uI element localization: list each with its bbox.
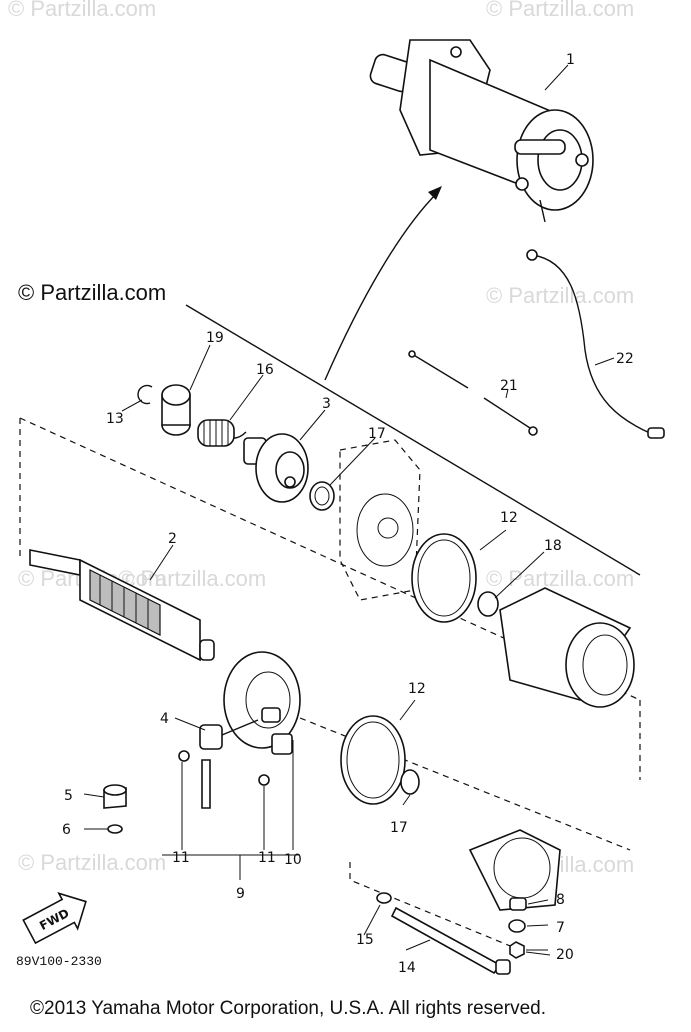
callout-8: 8 bbox=[556, 892, 565, 908]
collar-part bbox=[161, 384, 191, 436]
callout-12-lower: 12 bbox=[408, 681, 426, 697]
brush-part bbox=[199, 719, 259, 750]
rear-cover-part bbox=[468, 829, 561, 911]
clutch-pinion-part bbox=[243, 433, 309, 503]
watermark-center-2: © Partzilla.com bbox=[118, 566, 267, 591]
screw-left bbox=[201, 759, 211, 809]
callout-17-upper: 17 bbox=[368, 426, 386, 442]
circlip bbox=[137, 384, 153, 405]
washer-left bbox=[178, 750, 190, 762]
callout-15: 15 bbox=[356, 932, 374, 948]
callout-11-right: 11 bbox=[258, 850, 276, 866]
lead-wire bbox=[531, 254, 653, 435]
callout-17-lower: 17 bbox=[390, 820, 408, 836]
washer-right bbox=[258, 774, 270, 786]
callout-16: 16 bbox=[256, 362, 274, 378]
watermark-top-right: © Partzilla.com bbox=[486, 0, 635, 21]
small-lead-upper bbox=[411, 353, 469, 389]
washer-7 bbox=[508, 919, 526, 933]
through-bolt bbox=[390, 906, 502, 975]
o-ring-lower bbox=[400, 769, 420, 795]
callout-20: 20 bbox=[556, 947, 574, 963]
callout-5: 5 bbox=[64, 788, 73, 804]
callout-18: 18 bbox=[544, 538, 562, 554]
small-lead-lower bbox=[483, 397, 531, 429]
o-ring-18 bbox=[477, 591, 499, 617]
diagram-code: 89V100-2330 bbox=[16, 954, 102, 969]
callout-13: 13 bbox=[106, 411, 124, 427]
assembly-arrow-head bbox=[428, 186, 442, 200]
partzilla-label: © Partzilla.com bbox=[18, 280, 167, 305]
lead-terminal-top bbox=[526, 249, 538, 261]
callout-22: 22 bbox=[616, 351, 634, 367]
frame-dashed-bolt bbox=[349, 862, 521, 951]
assembly-arrow-line bbox=[324, 191, 439, 381]
nut-20 bbox=[509, 941, 525, 959]
callout-14: 14 bbox=[398, 960, 416, 976]
o-ring-upper bbox=[309, 481, 335, 511]
fwd-arrow-icon: FWD bbox=[22, 891, 87, 945]
callout-9: 9 bbox=[236, 886, 245, 902]
assembly-bracket-line bbox=[185, 304, 641, 576]
callout-6: 6 bbox=[62, 822, 71, 838]
leader-lines bbox=[83, 64, 615, 956]
watermark-top-left: © Partzilla.com bbox=[8, 0, 157, 21]
washer-15 bbox=[376, 892, 392, 904]
spring-part bbox=[197, 419, 247, 447]
callout-11-left: 11 bbox=[172, 850, 190, 866]
callout-10: 10 bbox=[284, 852, 302, 868]
callout-21: 21 bbox=[500, 378, 518, 394]
callout-3: 3 bbox=[322, 396, 331, 412]
brush-plate-part bbox=[223, 651, 301, 755]
watermark-mid-right: © Partzilla.com bbox=[486, 283, 635, 308]
callout-2: 2 bbox=[168, 531, 177, 547]
large-o-ring-upper bbox=[411, 533, 477, 623]
callout-7: 7 bbox=[556, 920, 565, 936]
frame-dashed-top bbox=[19, 417, 641, 701]
armature-part bbox=[29, 549, 215, 662]
bush-8 bbox=[509, 897, 527, 911]
copyright-notice: ©2013 Yamaha Motor Corporation, U.S.A. A… bbox=[30, 998, 546, 1019]
callout-12-upper: 12 bbox=[500, 510, 518, 526]
large-o-ring-lower bbox=[340, 715, 406, 805]
starter-motor-assembly bbox=[369, 39, 594, 223]
front-cover-part bbox=[339, 439, 421, 601]
yoke-housing-part bbox=[499, 587, 635, 708]
watermark-right-2: © Partzilla.com bbox=[486, 566, 635, 591]
lead-terminal-bottom bbox=[647, 427, 665, 439]
callout-4: 4 bbox=[160, 711, 169, 727]
washer-6 bbox=[107, 824, 123, 834]
callout-19: 19 bbox=[206, 330, 224, 346]
watermark-bottom-left: © Partzilla.com bbox=[18, 850, 167, 875]
callout-1: 1 bbox=[566, 52, 575, 68]
